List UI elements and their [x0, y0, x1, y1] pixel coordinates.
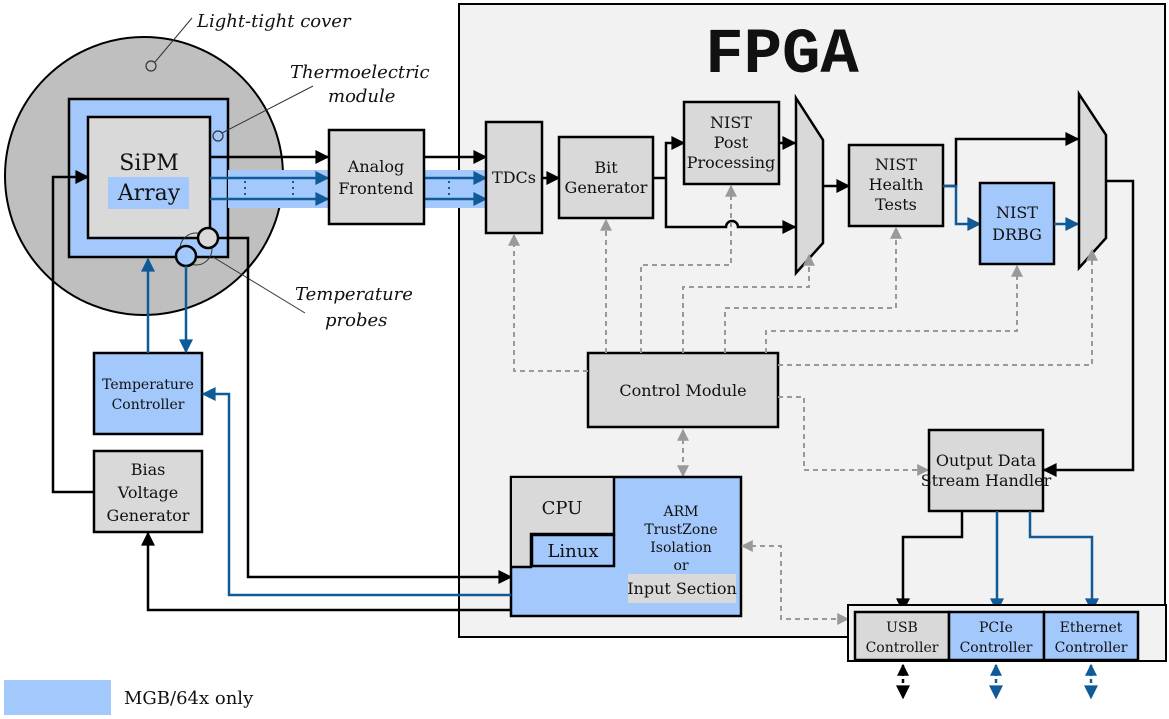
postproc-label-1: NIST	[710, 113, 752, 132]
legend-swatch	[4, 680, 111, 715]
tec-marker-icon	[212, 130, 224, 142]
bias-label-2: Voltage	[117, 483, 179, 502]
usb-label-2: Controller	[866, 640, 939, 656]
legend-label: MGB/64x only	[124, 688, 254, 709]
output-label-2: Stream Handler	[921, 471, 1052, 490]
postproc-label-3: Processing	[687, 153, 776, 172]
analog-label-2: Frontend	[338, 179, 413, 198]
analog-frontend-block	[327, 128, 426, 226]
arm-label-2: TrustZone	[644, 522, 717, 538]
arm-label-3: Isolation	[650, 540, 712, 556]
tempctrl-label-2: Controller	[112, 397, 185, 413]
drbg-label-2: DRBG	[992, 225, 1042, 244]
linux-label: Linux	[547, 541, 598, 562]
usb-label-1: USB	[886, 620, 918, 636]
cpu-label: CPU	[542, 498, 583, 519]
temperature-probe-1	[196, 226, 220, 250]
postproc-label-2: Post	[714, 133, 749, 152]
arm-label-4: or	[673, 558, 688, 574]
arm-label-1: ARM	[663, 504, 699, 520]
cover-marker-icon	[145, 60, 157, 72]
control-module-block	[586, 351, 780, 429]
pcie-label-1: PCIe	[979, 620, 1013, 636]
health-label-1: NIST	[875, 155, 917, 174]
eth-label-1: Ethernet	[1060, 620, 1123, 636]
nist-post-processing-block	[682, 100, 781, 186]
tdcs-label: TDCs	[492, 168, 536, 187]
bitgen-label-1: Bit	[594, 158, 618, 177]
output-label-1: Output Data	[936, 451, 1037, 470]
health-label-3: Tests	[875, 195, 917, 214]
bitgen-label-2: Generator	[565, 178, 648, 197]
multiplexer-2	[1077, 89, 1108, 272]
sipm-optional-highlight	[108, 177, 189, 209]
array-label: Array	[117, 181, 181, 206]
eth-label-2: Controller	[1055, 640, 1128, 656]
sipm-label: SiPM	[119, 151, 178, 176]
data-bus-band-1	[228, 170, 328, 208]
data-bus-band-2	[424, 170, 486, 208]
input-section-label: Input Section	[627, 579, 737, 598]
drbg-label-1: NIST	[996, 203, 1038, 222]
probes-annotation-2: probes	[325, 310, 387, 331]
ethernet-controller-block	[1042, 610, 1140, 662]
tdcs-block	[484, 120, 544, 235]
temperature-probe-2	[174, 244, 198, 268]
temperature-controller-block	[92, 351, 204, 436]
input-section-block	[628, 574, 736, 603]
linux-block	[530, 533, 616, 568]
bias-label-3: Generator	[107, 506, 190, 525]
multiplexer-1	[794, 93, 825, 277]
cover-annotation: Light-tight cover	[196, 11, 352, 32]
bias-voltage-generator-block	[92, 449, 204, 534]
fpga-title: FPGA	[705, 20, 859, 92]
pcie-label-2: Controller	[960, 640, 1033, 656]
probes-annotation-1: Temperature	[295, 284, 413, 305]
tempctrl-label-1: Temperature	[102, 377, 194, 393]
control-label: Control Module	[619, 381, 746, 400]
tec-annotation-2: module	[328, 86, 395, 107]
nist-drbg-block	[978, 181, 1056, 266]
tec-annotation-1: Thermoelectric	[290, 62, 430, 83]
output-data-stream-handler-block	[927, 428, 1045, 513]
bias-label-1: Bias	[131, 460, 166, 479]
health-label-2: Health	[869, 175, 924, 194]
analog-label-1: Analog	[347, 157, 404, 176]
